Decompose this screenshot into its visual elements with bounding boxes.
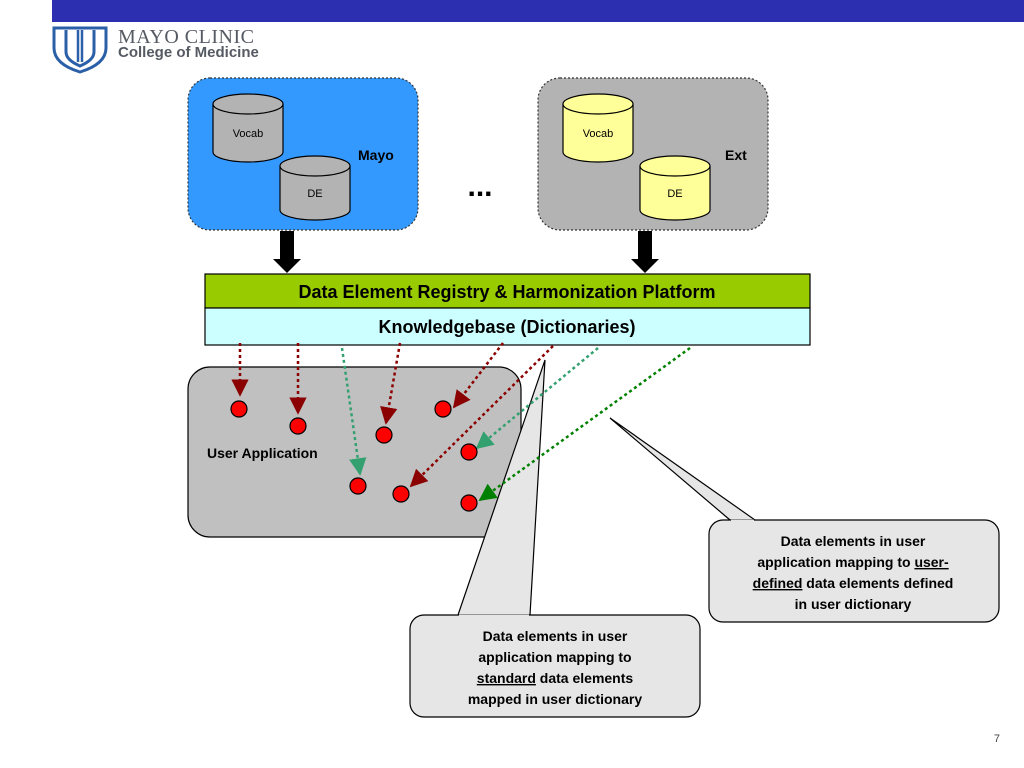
mayo-de-database-icon: DE xyxy=(279,155,351,221)
mayo-label: Mayo xyxy=(358,147,394,163)
ext-vocab-database-icon: Vocab xyxy=(562,93,634,163)
mayo-vocab-database-icon: Vocab xyxy=(212,93,284,163)
mayo-de-label: DE xyxy=(307,188,322,200)
data-element-dot xyxy=(349,477,367,495)
callout-user-defined-line4: in user dictionary xyxy=(795,596,912,612)
callout-standard-line4: mapped in user dictionary xyxy=(468,691,642,707)
callout-standard: Data elements in user application mappin… xyxy=(409,359,701,718)
callout-user-defined-line3: defined data elements defined xyxy=(753,575,954,591)
logo-subtitle: College of Medicine xyxy=(118,44,259,61)
mapping-arrow-red-4 xyxy=(452,342,504,409)
ext-label: Ext xyxy=(725,147,747,163)
data-element-dot xyxy=(375,426,393,444)
mayo-clinic-logo: MAYO CLINIC College of Medicine xyxy=(50,24,290,74)
platform-header: Data Element Registry & Harmonization Pl… xyxy=(204,273,811,309)
mayo-vocab-label: Vocab xyxy=(233,128,264,140)
mapping-arrow-red-3 xyxy=(380,342,402,425)
callout-standard-line1: Data elements in user xyxy=(483,628,628,644)
mayo-source-box: Vocab DE Mayo xyxy=(187,77,419,231)
ellipsis: ... xyxy=(467,170,492,203)
ext-down-arrow xyxy=(631,231,659,273)
knowledgebase-bar: Knowledgebase (Dictionaries) xyxy=(204,307,811,346)
ext-de-label: DE xyxy=(667,188,682,200)
callout-standard-line2: application mapping to xyxy=(478,649,631,665)
page-number: 7 xyxy=(993,733,1000,745)
data-element-dot xyxy=(434,400,452,418)
mapping-arrow-teal-2 xyxy=(475,347,599,450)
mapping-arrow-green-1 xyxy=(478,346,691,502)
ext-vocab-label: Vocab xyxy=(583,128,614,140)
callout-user-defined: Data elements in user application mappin… xyxy=(609,417,1000,623)
data-element-dot xyxy=(392,485,410,503)
callout-user-defined-line2: application mapping to user- xyxy=(757,554,949,570)
shield-icon xyxy=(52,26,108,74)
ext-de-database-icon: DE xyxy=(639,155,711,221)
data-element-dot xyxy=(460,443,478,461)
logo-title: MAYO CLINIC xyxy=(118,26,255,48)
ext-source-box: Vocab DE Ext xyxy=(537,77,769,231)
mayo-down-arrow xyxy=(273,231,301,273)
data-element-dot xyxy=(289,417,307,435)
user-application-label: User Application xyxy=(207,445,318,461)
callout-user-defined-line1: Data elements in user xyxy=(781,533,926,549)
data-element-dot xyxy=(230,400,248,418)
platform-title: Data Element Registry & Harmonization Pl… xyxy=(298,282,715,302)
data-element-dot xyxy=(460,494,478,512)
callout-standard-line3: standard data elements xyxy=(477,670,634,686)
knowledgebase-label: Knowledgebase (Dictionaries) xyxy=(378,317,635,337)
header-bar xyxy=(52,0,1024,22)
